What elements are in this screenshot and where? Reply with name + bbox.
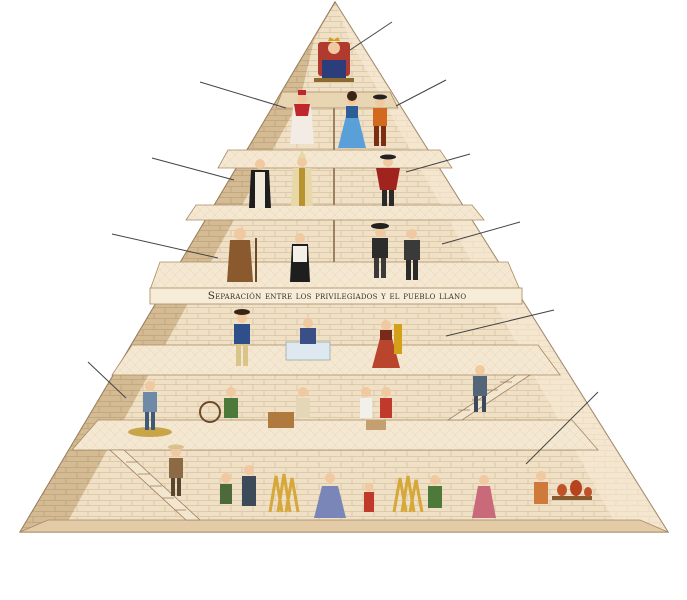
leader-lines [87, 21, 599, 465]
nobleman-figure [373, 94, 387, 146]
reapers-figure [220, 465, 496, 518]
carpenter-figure [268, 387, 310, 428]
leader-line-hidalgos [441, 221, 521, 245]
bishop-figure [291, 150, 313, 206]
leader-line-middle-nobility [405, 153, 471, 173]
leader-line-commoners [525, 391, 599, 465]
right-stairs [446, 374, 532, 421]
soldier-figure [234, 309, 250, 366]
climber-figure [473, 365, 487, 412]
monk-figure [249, 159, 271, 208]
priest-figure [290, 233, 310, 282]
leader-line-low-clergy [111, 233, 219, 259]
lady-figure [372, 320, 402, 368]
traveler-figure [168, 444, 184, 496]
separator-band [149, 287, 523, 305]
leader-line-high-clergy [199, 81, 287, 109]
figures [128, 37, 592, 518]
king-figure [314, 37, 354, 82]
left-stairs [108, 449, 202, 521]
gentleman-figure-1 [371, 223, 389, 278]
hidalgo-figure [376, 154, 400, 206]
merchant-figure [285, 318, 331, 361]
separator-text: Separación entre los privilegiados y el … [208, 290, 467, 302]
noblewoman-figure [338, 91, 366, 148]
leader-line-regular-clergy [151, 157, 235, 181]
peasant-figure [128, 381, 172, 437]
leader-line-bourgeoisie [445, 309, 555, 337]
cardinal-figure [290, 90, 314, 144]
spinner-figure [199, 387, 238, 423]
leader-line-high-nobility [395, 79, 447, 107]
gentleman-figure-2 [404, 229, 420, 280]
leader-line-king [343, 21, 393, 55]
friar-figure [227, 228, 257, 282]
leader-line-peasants [87, 361, 127, 399]
potter-figure [534, 471, 592, 504]
craftsmen-figure [360, 387, 392, 430]
